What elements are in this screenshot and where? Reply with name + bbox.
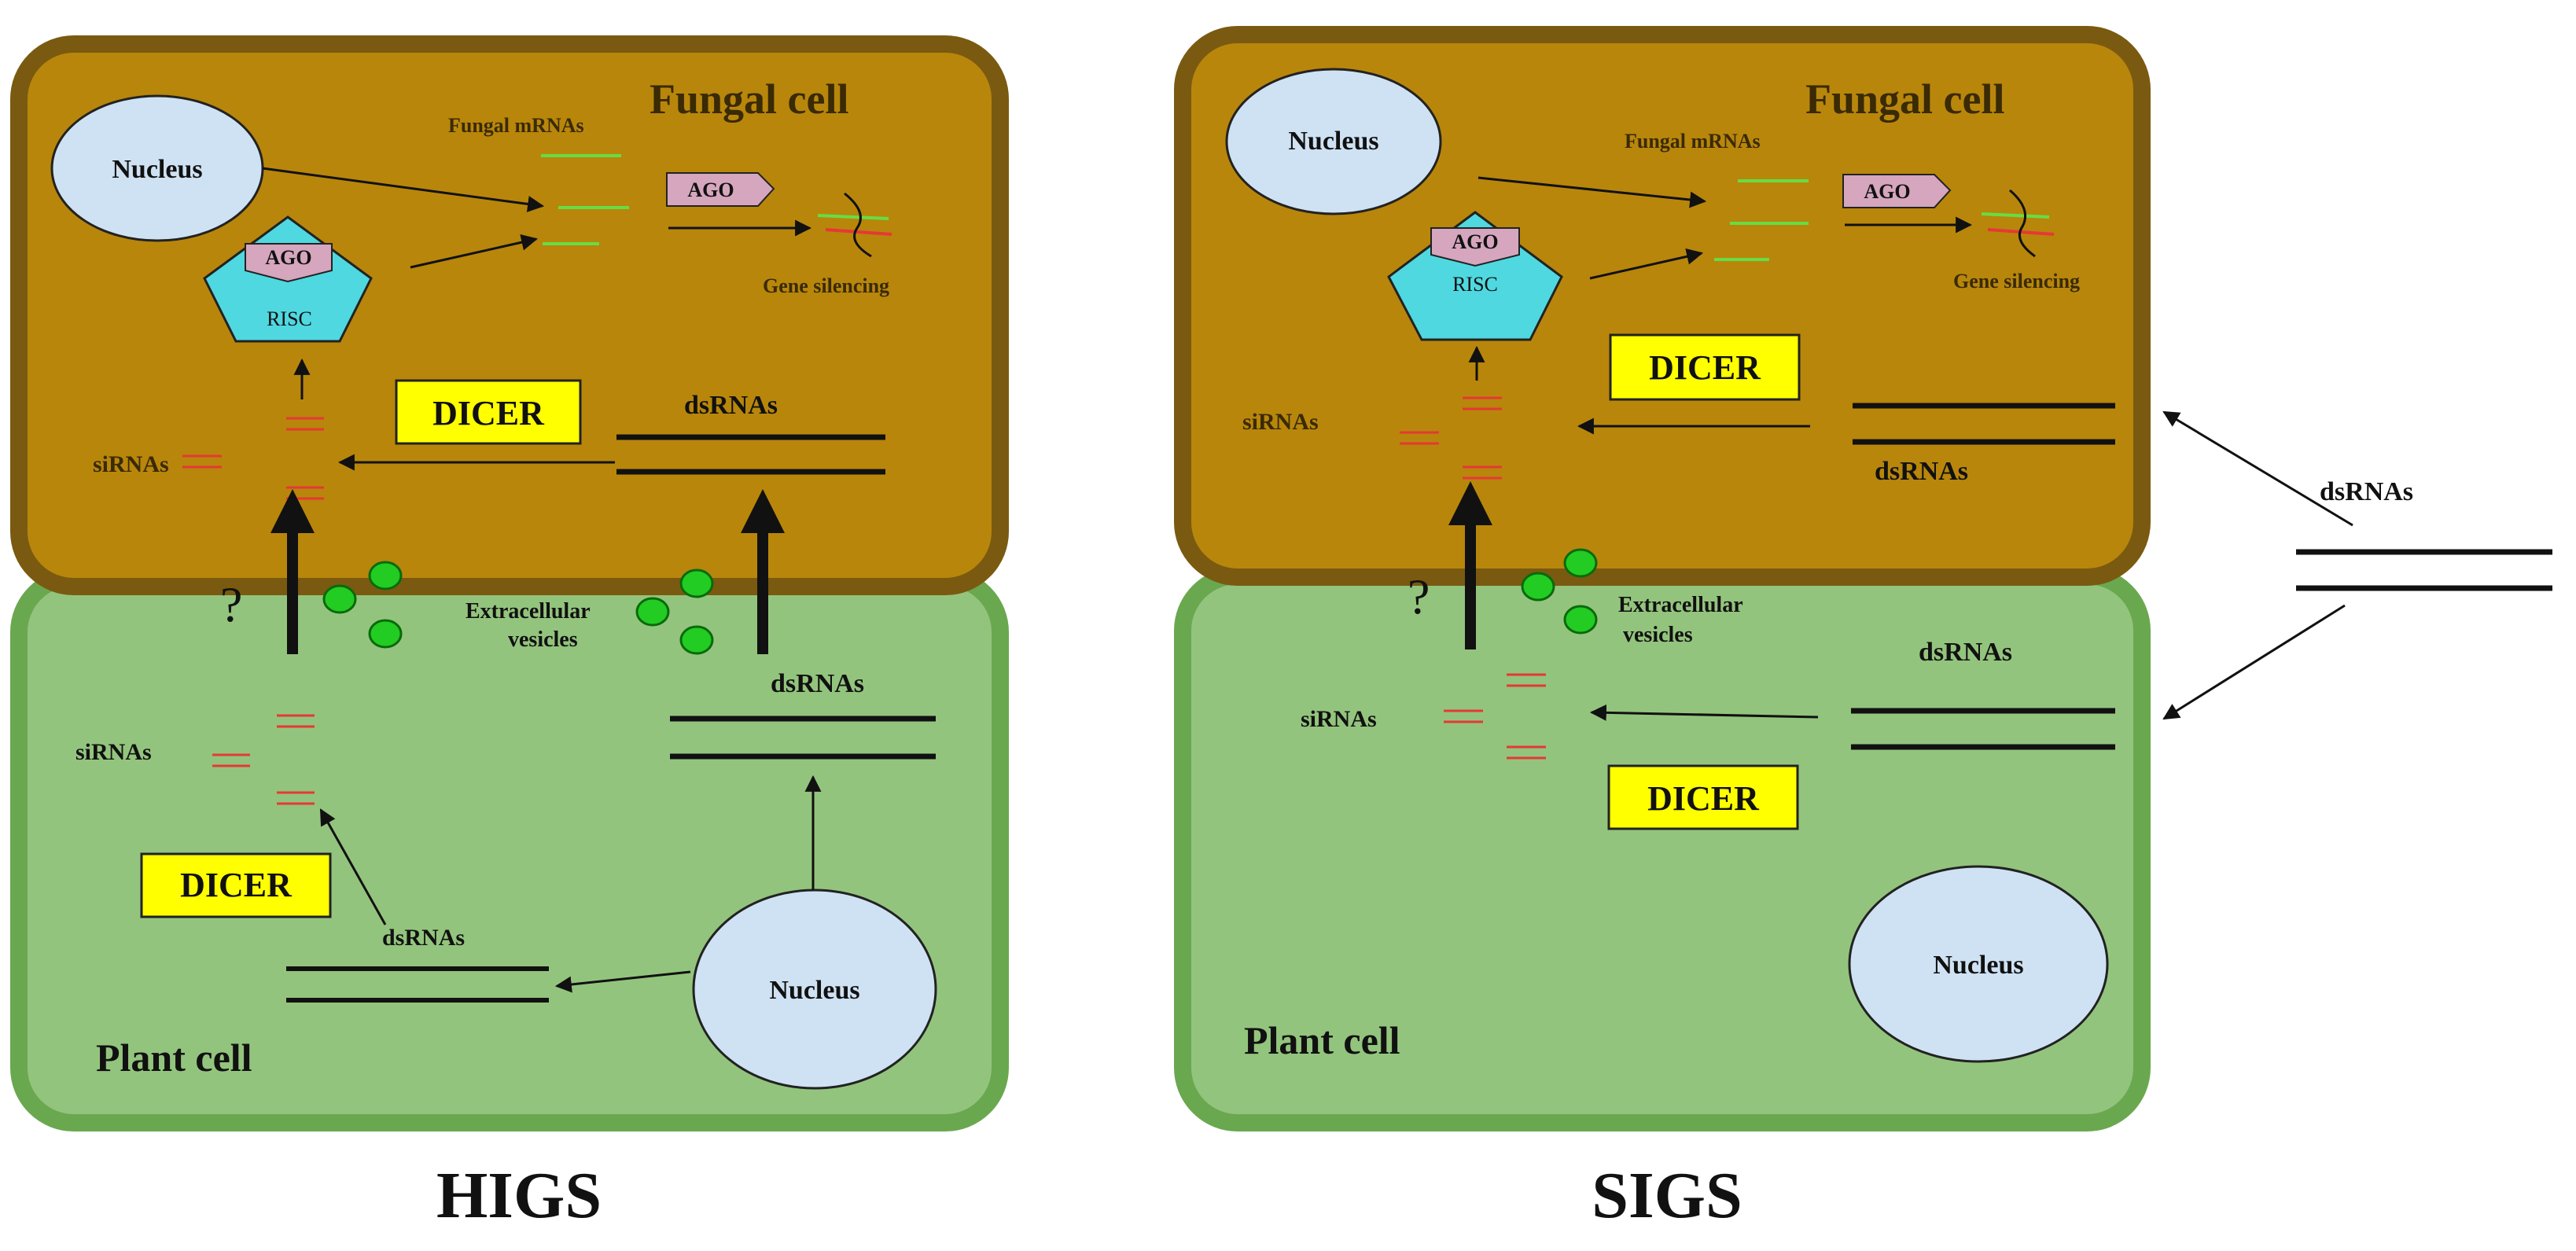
sigs-ago-risc-label: AGO bbox=[1452, 230, 1498, 253]
sigs-plant-sirnas bbox=[1444, 673, 1546, 760]
higs-fungal-nucleus-label: Nucleus bbox=[112, 155, 202, 184]
sigs-arrow-external-to-plant bbox=[2162, 604, 2346, 720]
higs-arrow-risc-to-mrna bbox=[410, 234, 539, 269]
sigs-fungal-dsrnas bbox=[1853, 403, 2115, 445]
sigs-external-dsrnas-label: dsRNAs bbox=[2320, 477, 2413, 506]
higs-fungal-mrnas-label: Fungal mRNAs bbox=[448, 114, 584, 137]
sigs-question-mark: ? bbox=[1408, 568, 1430, 624]
sigs-target-cleavage bbox=[1981, 189, 2055, 258]
higs-plant-dsrnas-lower bbox=[286, 966, 549, 1003]
higs-fungal-title: Fungal cell bbox=[650, 75, 849, 123]
sigs-extracellular-vesicles bbox=[1521, 548, 1598, 635]
sigs-plant-dicer-label: DICER bbox=[1647, 779, 1760, 818]
higs-gene-silencing-label: Gene silencing bbox=[763, 274, 889, 297]
sigs-fungal-mrnas bbox=[1714, 179, 1809, 261]
higs-fungal-dsrnas-label: dsRNAs bbox=[684, 391, 778, 420]
higs-ago-top-label: AGO bbox=[687, 178, 734, 201]
higs-plant-dsrnas-upper bbox=[670, 716, 936, 760]
higs-arrow-plant-dsrna-to-sirna bbox=[319, 808, 387, 925]
sigs-arrow-external-to-fungal bbox=[2162, 410, 2353, 527]
higs-ago-risc-shape bbox=[245, 243, 333, 283]
sigs-extracellular-label-1: Extracellular bbox=[1618, 593, 1743, 617]
higs-plant-dsrnas-upper-label: dsRNAs bbox=[771, 669, 864, 698]
sigs-ago-top-shape bbox=[1842, 174, 1952, 208]
sigs-panel: Fungal cell Nucleus Fungal mRNAs AGO Gen… bbox=[1174, 26, 2552, 1232]
higs-plant-nucleus bbox=[692, 889, 937, 1090]
higs-panel: Fungal cell Nucleus Fungal mRNAs AGO Gen… bbox=[10, 35, 1009, 1232]
sigs-fungal-nucleus-label: Nucleus bbox=[1288, 127, 1378, 156]
higs-extracellular-label-1: Extracellular bbox=[466, 599, 591, 624]
sigs-risc-shape bbox=[1387, 211, 1563, 341]
higs-fungal-dicer-box bbox=[395, 379, 582, 445]
higs-question-mark: ? bbox=[220, 576, 242, 632]
higs-extracellular-vesicles bbox=[322, 561, 714, 655]
higs-plant-dicer-box bbox=[140, 852, 332, 918]
higs-ago-top-shape bbox=[666, 172, 775, 207]
higs-plant-sirnas-label: siRNAs bbox=[75, 739, 152, 765]
sigs-arrow-risc-to-mrna bbox=[1589, 248, 1704, 280]
sigs-caption: SIGS bbox=[1592, 1159, 1742, 1232]
higs-ago-risc-label: AGO bbox=[265, 246, 311, 269]
sigs-plant-nucleus bbox=[1848, 865, 2109, 1063]
higs-plant-dsrnas-lower-label: dsRNAs bbox=[382, 925, 465, 951]
higs-risc-label: RISC bbox=[267, 307, 312, 330]
higs-fungal-dicer-label: DICER bbox=[432, 394, 545, 432]
higs-arrow-nucleus-to-dsrna-lower bbox=[554, 970, 691, 993]
sigs-fungal-sirnas bbox=[1400, 396, 1502, 480]
sigs-plant-dsrnas-label: dsRNAs bbox=[1919, 638, 2012, 667]
sigs-arrow-plant-dsrna-to-sirna bbox=[1589, 704, 1819, 721]
sigs-fungal-dsrnas-label: dsRNAs bbox=[1875, 457, 1968, 486]
higs-plant-nucleus-label: Nucleus bbox=[769, 976, 859, 1005]
sigs-plant-sirnas-label: siRNAs bbox=[1301, 706, 1377, 732]
higs-arrow-nucleus-to-mrna bbox=[262, 167, 545, 212]
sigs-fungal-dicer-label: DICER bbox=[1649, 348, 1761, 387]
sigs-external-dsrnas bbox=[2296, 549, 2552, 591]
sigs-plant-dsrnas bbox=[1851, 708, 2115, 750]
higs-plant-dicer-label: DICER bbox=[180, 866, 293, 904]
higs-plant-sirnas bbox=[212, 714, 315, 805]
sigs-plant-dicer-box bbox=[1607, 764, 1799, 830]
sigs-ago-risc-shape bbox=[1430, 227, 1520, 267]
sigs-arrow-nucleus-to-mrna bbox=[1478, 176, 1707, 208]
sigs-plant-nucleus-label: Nucleus bbox=[1933, 951, 2023, 980]
sigs-gene-silencing-label: Gene silencing bbox=[1953, 270, 2080, 293]
sigs-risc-label: RISC bbox=[1452, 273, 1498, 296]
sigs-extracellular-label-2: vesicles bbox=[1623, 623, 1693, 647]
sigs-fungal-mrnas-label: Fungal mRNAs bbox=[1625, 130, 1761, 153]
sigs-plant-title: Plant cell bbox=[1244, 1018, 1400, 1062]
higs-plant-title: Plant cell bbox=[96, 1036, 252, 1080]
sigs-fungal-nucleus bbox=[1225, 68, 1442, 215]
sigs-fungal-title: Fungal cell bbox=[1805, 75, 2005, 123]
higs-caption: HIGS bbox=[436, 1159, 602, 1232]
higs-fungal-mrnas bbox=[541, 154, 629, 245]
higs-extracellular-label-2: vesicles bbox=[508, 627, 578, 652]
higs-fungal-dsrnas bbox=[616, 434, 885, 475]
sigs-fungal-dicer-box bbox=[1609, 333, 1801, 401]
higs-target-cleavage bbox=[817, 192, 892, 258]
sigs-ago-top-label: AGO bbox=[1864, 180, 1910, 203]
higs-fungal-sirnas-label: siRNAs bbox=[93, 451, 169, 477]
sigs-fungal-sirnas-label: siRNAs bbox=[1242, 409, 1319, 435]
